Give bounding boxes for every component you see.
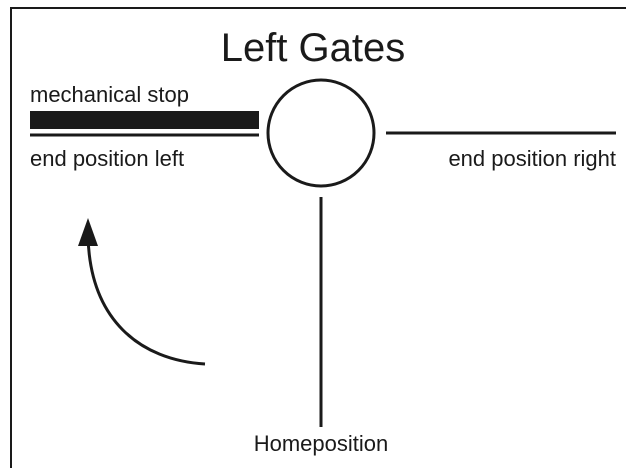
mechanical-stop-bar	[30, 111, 259, 129]
homeposition-label: Homeposition	[253, 431, 389, 456]
rotation-arrow-icon	[86, 235, 206, 366]
diagram-frame	[10, 7, 626, 468]
diagram-title: Left Gates	[220, 26, 406, 70]
gate-pivot-circle	[266, 78, 376, 188]
end-position-right-label: end position right	[448, 146, 616, 171]
end-position-left-label: end position left	[30, 146, 185, 171]
arrowhead-icon	[78, 218, 98, 246]
mechanical-stop-label: mechanical stop	[30, 82, 189, 107]
